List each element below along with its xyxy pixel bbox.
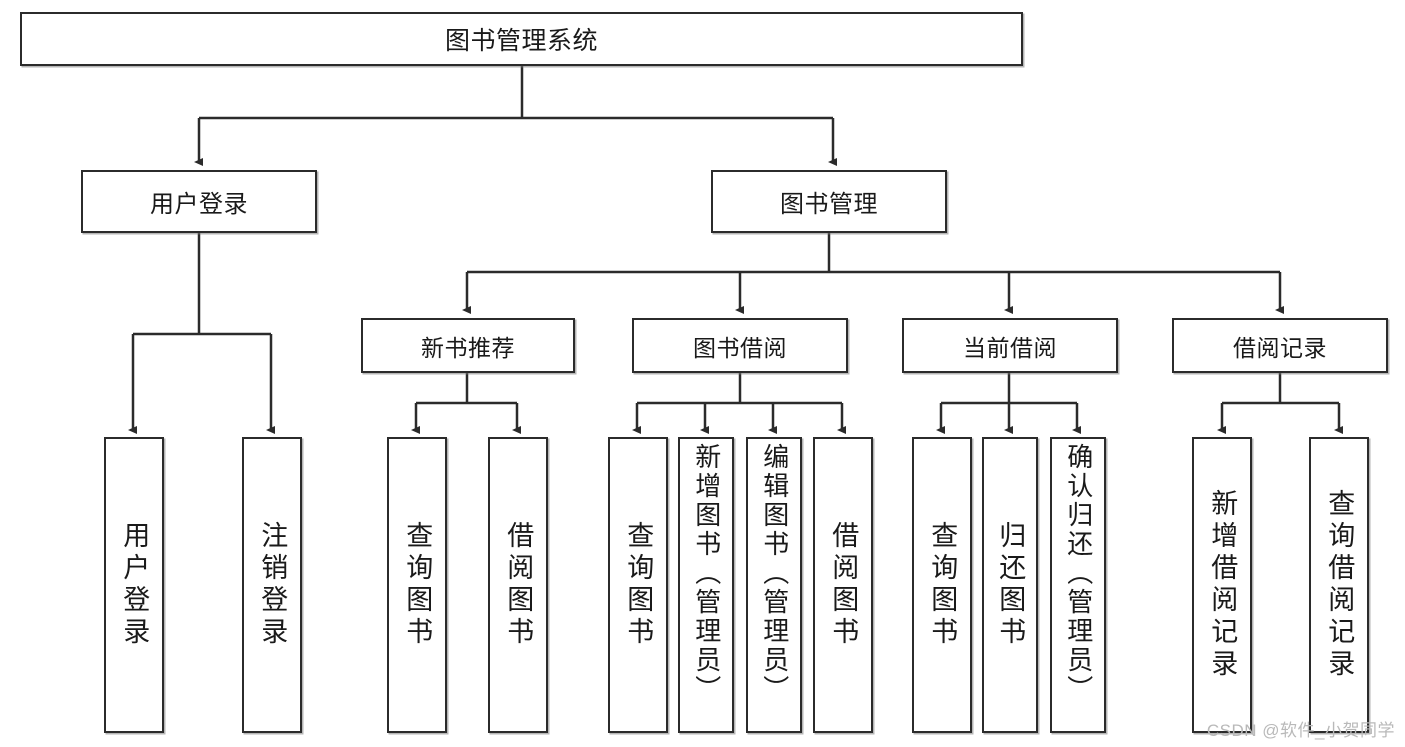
node-label: 当前借阅	[963, 334, 1057, 361]
leaf-borrow-record-query[interactable]: 查询借阅记录	[1309, 437, 1369, 733]
node-label: 查询图书	[402, 521, 433, 649]
leaf-book-borrow-query[interactable]: 查询图书	[608, 437, 668, 733]
node-borrow-record[interactable]: 借阅记录	[1172, 318, 1388, 373]
leaf-current-borrow-confirm-return[interactable]: 确认归还（管理员）	[1050, 437, 1106, 733]
node-label: 借阅记录	[1233, 334, 1327, 361]
node-label: 注销登录	[257, 521, 288, 649]
node-label: 归还图书	[995, 521, 1026, 649]
leaf-book-borrow-edit[interactable]: 编辑图书（管理员）	[746, 437, 802, 733]
node-label: 用户登录	[119, 521, 150, 649]
node-root-system[interactable]: 图书管理系统	[20, 12, 1023, 66]
leaf-book-borrow-add[interactable]: 新增图书（管理员）	[678, 437, 734, 733]
node-label: 新增借阅记录	[1207, 489, 1238, 681]
node-label: 图书管理	[780, 191, 878, 218]
watermark-text: CSDN @软件_小贺同学	[1206, 721, 1395, 740]
leaf-user-login-login[interactable]: 用户登录	[104, 437, 164, 733]
node-label: 查询图书	[623, 521, 654, 649]
leaf-current-borrow-query[interactable]: 查询图书	[912, 437, 972, 733]
leaf-current-borrow-return[interactable]: 归还图书	[982, 437, 1038, 733]
node-current-borrow[interactable]: 当前借阅	[902, 318, 1118, 373]
leaf-book-borrow-borrow[interactable]: 借阅图书	[813, 437, 873, 733]
node-label: 编辑图书（管理员）	[759, 443, 790, 704]
leaf-new-book-query[interactable]: 查询图书	[387, 437, 447, 733]
node-new-book-recommend[interactable]: 新书推荐	[361, 318, 575, 373]
node-label: 查询图书	[927, 521, 958, 649]
leaf-new-book-borrow[interactable]: 借阅图书	[488, 437, 548, 733]
node-user-login[interactable]: 用户登录	[81, 170, 317, 233]
node-label: 借阅图书	[503, 521, 534, 649]
node-label: 新增图书（管理员）	[691, 443, 722, 704]
leaf-user-login-logout[interactable]: 注销登录	[242, 437, 302, 733]
node-label: 确认归还（管理员）	[1063, 443, 1094, 704]
node-label: 图书管理系统	[444, 27, 598, 55]
node-book-management[interactable]: 图书管理	[711, 170, 947, 233]
leaf-borrow-record-add[interactable]: 新增借阅记录	[1192, 437, 1252, 733]
node-book-borrow[interactable]: 图书借阅	[632, 318, 848, 373]
node-label: 查询借阅记录	[1324, 489, 1355, 681]
node-label: 图书借阅	[693, 334, 787, 361]
node-label: 借阅图书	[828, 521, 859, 649]
node-label: 新书推荐	[421, 334, 515, 361]
node-label: 用户登录	[150, 191, 248, 218]
